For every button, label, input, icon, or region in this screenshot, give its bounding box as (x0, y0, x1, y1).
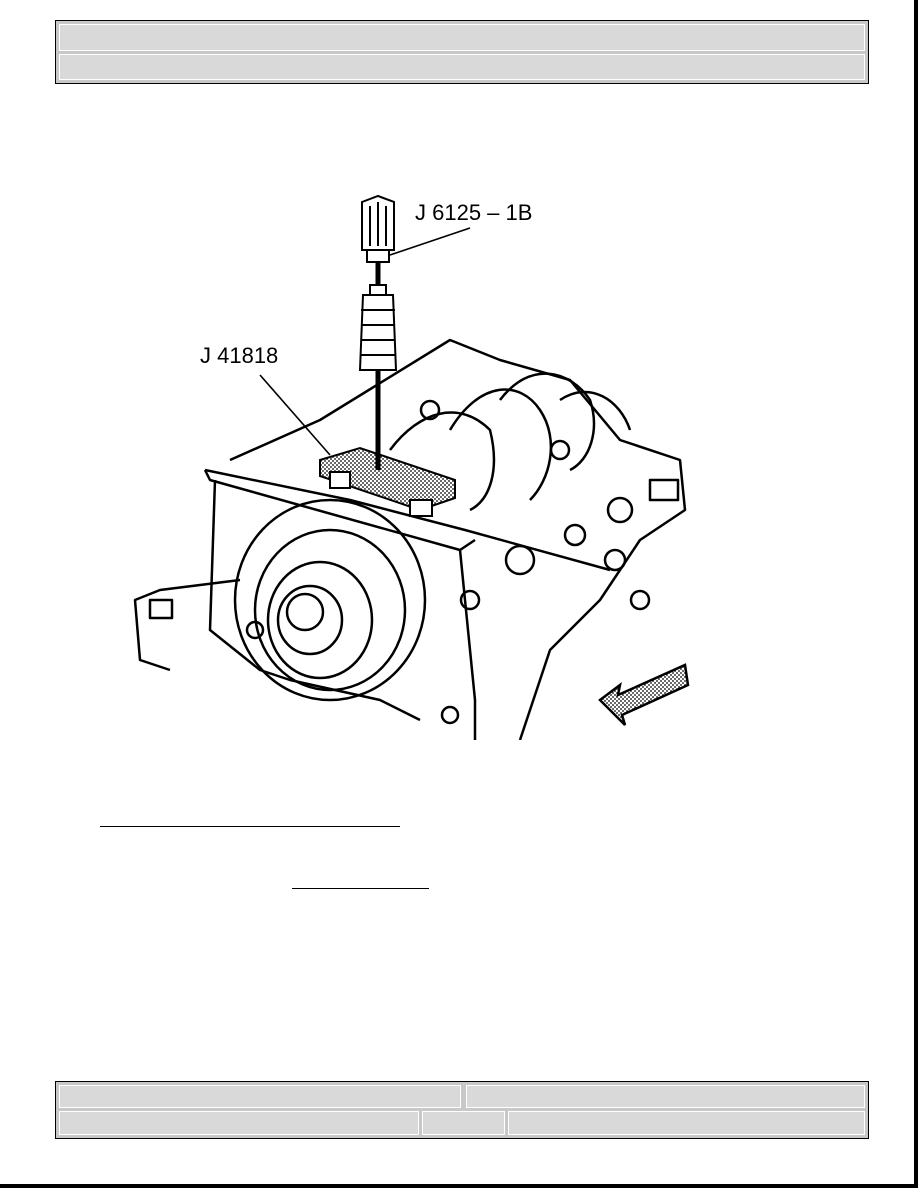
header-title-cell (59, 24, 865, 51)
engine-block (133, 338, 687, 740)
engine-block-illustration (133, 194, 690, 740)
j6125-slide-hammer (358, 194, 398, 470)
callout-j41818: J 41818 (200, 343, 279, 368)
footer-cell-3 (59, 1111, 419, 1135)
link-underline-2 (292, 888, 429, 889)
footer-cell-5 (508, 1111, 865, 1135)
callout-leaders (259, 227, 471, 456)
footer-cell-2 (466, 1085, 865, 1108)
callout-j6125-1b: J 6125 – 1B (415, 200, 533, 225)
j41818-tool (319, 446, 456, 517)
footer-cell-4 (422, 1111, 505, 1135)
link-underline-1 (100, 826, 400, 827)
footer-cell-1 (59, 1085, 461, 1108)
header-subtitle-cell (59, 54, 865, 80)
header-table (55, 20, 869, 84)
footer-table (55, 1081, 869, 1139)
front-arrow (598, 663, 690, 726)
